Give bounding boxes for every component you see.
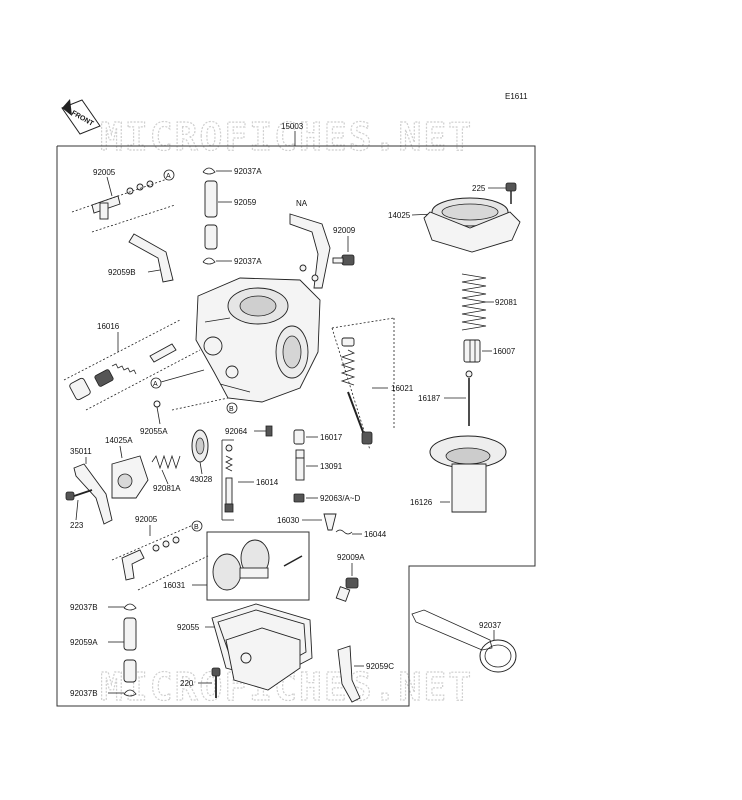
float-bowl <box>211 603 313 691</box>
hose-92059 <box>204 180 218 218</box>
plug-92064 <box>265 425 273 437</box>
watermark-top: MICROFICHES.NET <box>100 115 473 159</box>
bracket-na <box>289 213 331 289</box>
screw-92009 <box>341 254 355 266</box>
label-35011: 35011 <box>70 447 92 456</box>
elbow-fitting-icon <box>121 536 180 581</box>
diaphragm-43028 <box>191 429 209 463</box>
jet-needle-16187 <box>465 370 473 426</box>
label-92063: 92063/A~D <box>320 494 360 503</box>
label-220: 220 <box>180 679 194 688</box>
float-16031 <box>212 539 303 591</box>
label-92059: 92059 <box>234 198 257 207</box>
label-16017: 16017 <box>320 433 343 442</box>
label-14025: 14025 <box>388 211 411 220</box>
top-cover-14025 <box>423 197 521 253</box>
ref-a-top: A <box>166 173 171 180</box>
label-92059c: 92059C <box>366 662 394 671</box>
strap-92037 <box>411 609 517 673</box>
label-92059a: 92059A <box>70 638 98 647</box>
hose-92059b <box>128 233 174 283</box>
label-92064: 92064 <box>225 427 248 436</box>
label-92081: 92081 <box>495 298 518 307</box>
spring-92081a <box>151 454 181 470</box>
o-ring <box>153 400 161 408</box>
label-16030: 16030 <box>277 516 300 525</box>
label-15003: 15003 <box>281 122 304 131</box>
screw-225 <box>505 182 517 192</box>
jet-16017 <box>293 429 305 445</box>
cover-14025a <box>111 455 149 499</box>
screw-220 <box>211 667 221 698</box>
label-92055: 92055 <box>177 623 200 632</box>
assembly-frame <box>56 145 536 707</box>
needle-jet-13091 <box>295 449 305 481</box>
label-92009a: 92009A <box>337 553 365 562</box>
clip-icon <box>202 257 216 265</box>
label-92005-top: 92005 <box>93 168 116 177</box>
label-16021: 16021 <box>391 384 414 393</box>
clip-16044 <box>335 529 353 535</box>
label-225: 225 <box>472 184 486 193</box>
screw-92009a <box>335 577 359 602</box>
label-92037a-bottom: 92037A <box>234 257 262 266</box>
front-arrow-icon: FRONT <box>61 99 101 135</box>
ref-a-mid: A <box>153 381 158 388</box>
label-16187: 16187 <box>418 394 441 403</box>
label-92037: 92037 <box>479 621 502 630</box>
label-92059b: 92059B <box>108 268 136 277</box>
label-16031: 16031 <box>163 581 186 590</box>
label-92055a: 92055A <box>140 427 168 436</box>
ref-b-top: B <box>229 406 234 413</box>
label-16044: 16044 <box>364 530 387 539</box>
label-92037a-top: 92037A <box>234 167 262 176</box>
label-43028: 43028 <box>190 475 213 484</box>
clip-icon <box>123 689 137 697</box>
label-92009: 92009 <box>333 226 356 235</box>
float-valve-16030 <box>323 513 337 531</box>
label-92037b-top: 92037B <box>70 603 98 612</box>
ref-b-bottom: B <box>194 524 199 531</box>
label-16016: 16016 <box>97 322 120 331</box>
label-92037b-bottom: 92037B <box>70 689 98 698</box>
carburetor-body <box>195 277 321 403</box>
clip-icon <box>123 603 137 611</box>
clip-icon <box>202 167 216 175</box>
hose-segment-lower <box>123 659 137 683</box>
needle-holder-16007 <box>463 339 481 363</box>
pilot-screw-kit <box>69 343 177 401</box>
diaphragm-piston-16126 <box>429 435 507 513</box>
label-16014: 16014 <box>256 478 279 487</box>
label-16126: 16126 <box>410 498 433 507</box>
jet-16014 <box>224 444 234 513</box>
diagram-code: E1611 <box>505 92 528 101</box>
spring-92081 <box>461 273 487 331</box>
main-jet-92063 <box>293 493 305 503</box>
screw-223 <box>65 489 93 501</box>
hose-segment <box>204 224 218 250</box>
label-na: NA <box>296 199 308 208</box>
label-223: 223 <box>70 521 84 530</box>
lever-35011 <box>73 463 113 525</box>
hose-92059a <box>123 617 137 651</box>
label-92005-bottom: 92005 <box>135 515 158 524</box>
label-16007: 16007 <box>493 347 516 356</box>
float-group-box <box>206 531 310 601</box>
label-14025a: 14025A <box>105 436 133 445</box>
hose-92059c <box>337 645 361 703</box>
jet-needle-assembly <box>340 337 373 445</box>
label-13091: 13091 <box>320 462 343 471</box>
label-92081a: 92081A <box>153 484 181 493</box>
